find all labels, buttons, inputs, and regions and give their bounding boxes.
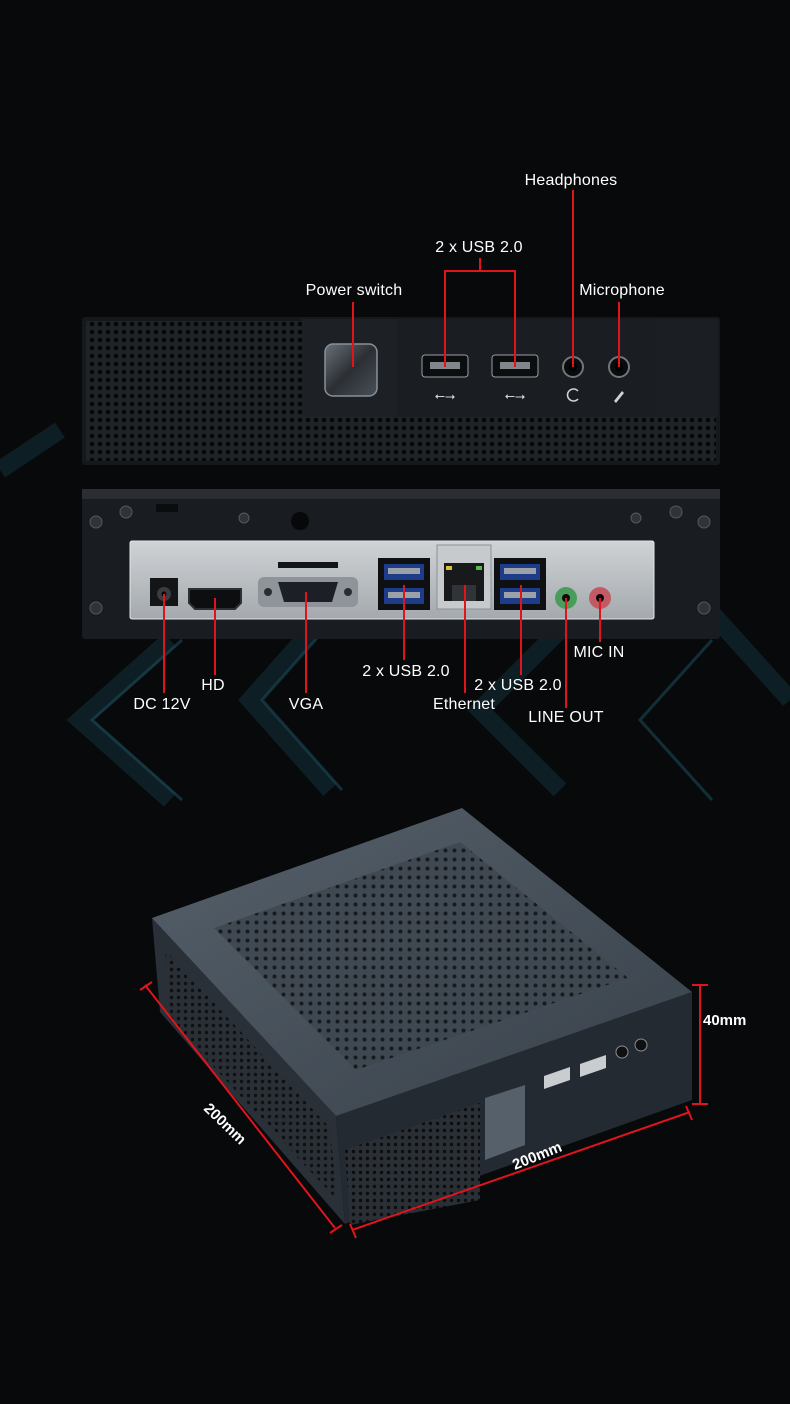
microphone-icon bbox=[614, 391, 624, 403]
label-rear-usb-right: 2 x USB 2.0 bbox=[474, 677, 562, 694]
label-microphone: Microphone bbox=[579, 282, 665, 299]
label-power-switch: Power switch bbox=[305, 282, 403, 299]
label-vga: VGA bbox=[288, 696, 324, 713]
label-front-usb: 2 x USB 2.0 bbox=[435, 239, 523, 256]
power-switch bbox=[324, 343, 378, 397]
label-ethernet: Ethernet bbox=[432, 696, 496, 713]
label-line-out: LINE OUT bbox=[528, 709, 604, 726]
svg-text:⭠⭢: ⭠⭢ bbox=[505, 389, 526, 404]
label-rear-usb-left: 2 x USB 2.0 bbox=[362, 663, 450, 680]
rear-panel bbox=[82, 489, 720, 639]
callout-lines bbox=[139, 190, 708, 1239]
front-panel: ⭠⭢ ⭠⭢ bbox=[82, 317, 720, 465]
label-mic-in: MIC IN bbox=[573, 644, 625, 661]
headphones-icon bbox=[566, 388, 579, 402]
case-perspective-view bbox=[152, 808, 692, 1225]
dimension-height: 40mm bbox=[703, 1012, 747, 1029]
svg-text:⭠⭢: ⭠⭢ bbox=[435, 389, 456, 404]
label-dc-12v: DC 12V bbox=[133, 696, 191, 713]
label-hd: HD bbox=[201, 677, 225, 694]
label-headphones: Headphones bbox=[524, 172, 618, 189]
